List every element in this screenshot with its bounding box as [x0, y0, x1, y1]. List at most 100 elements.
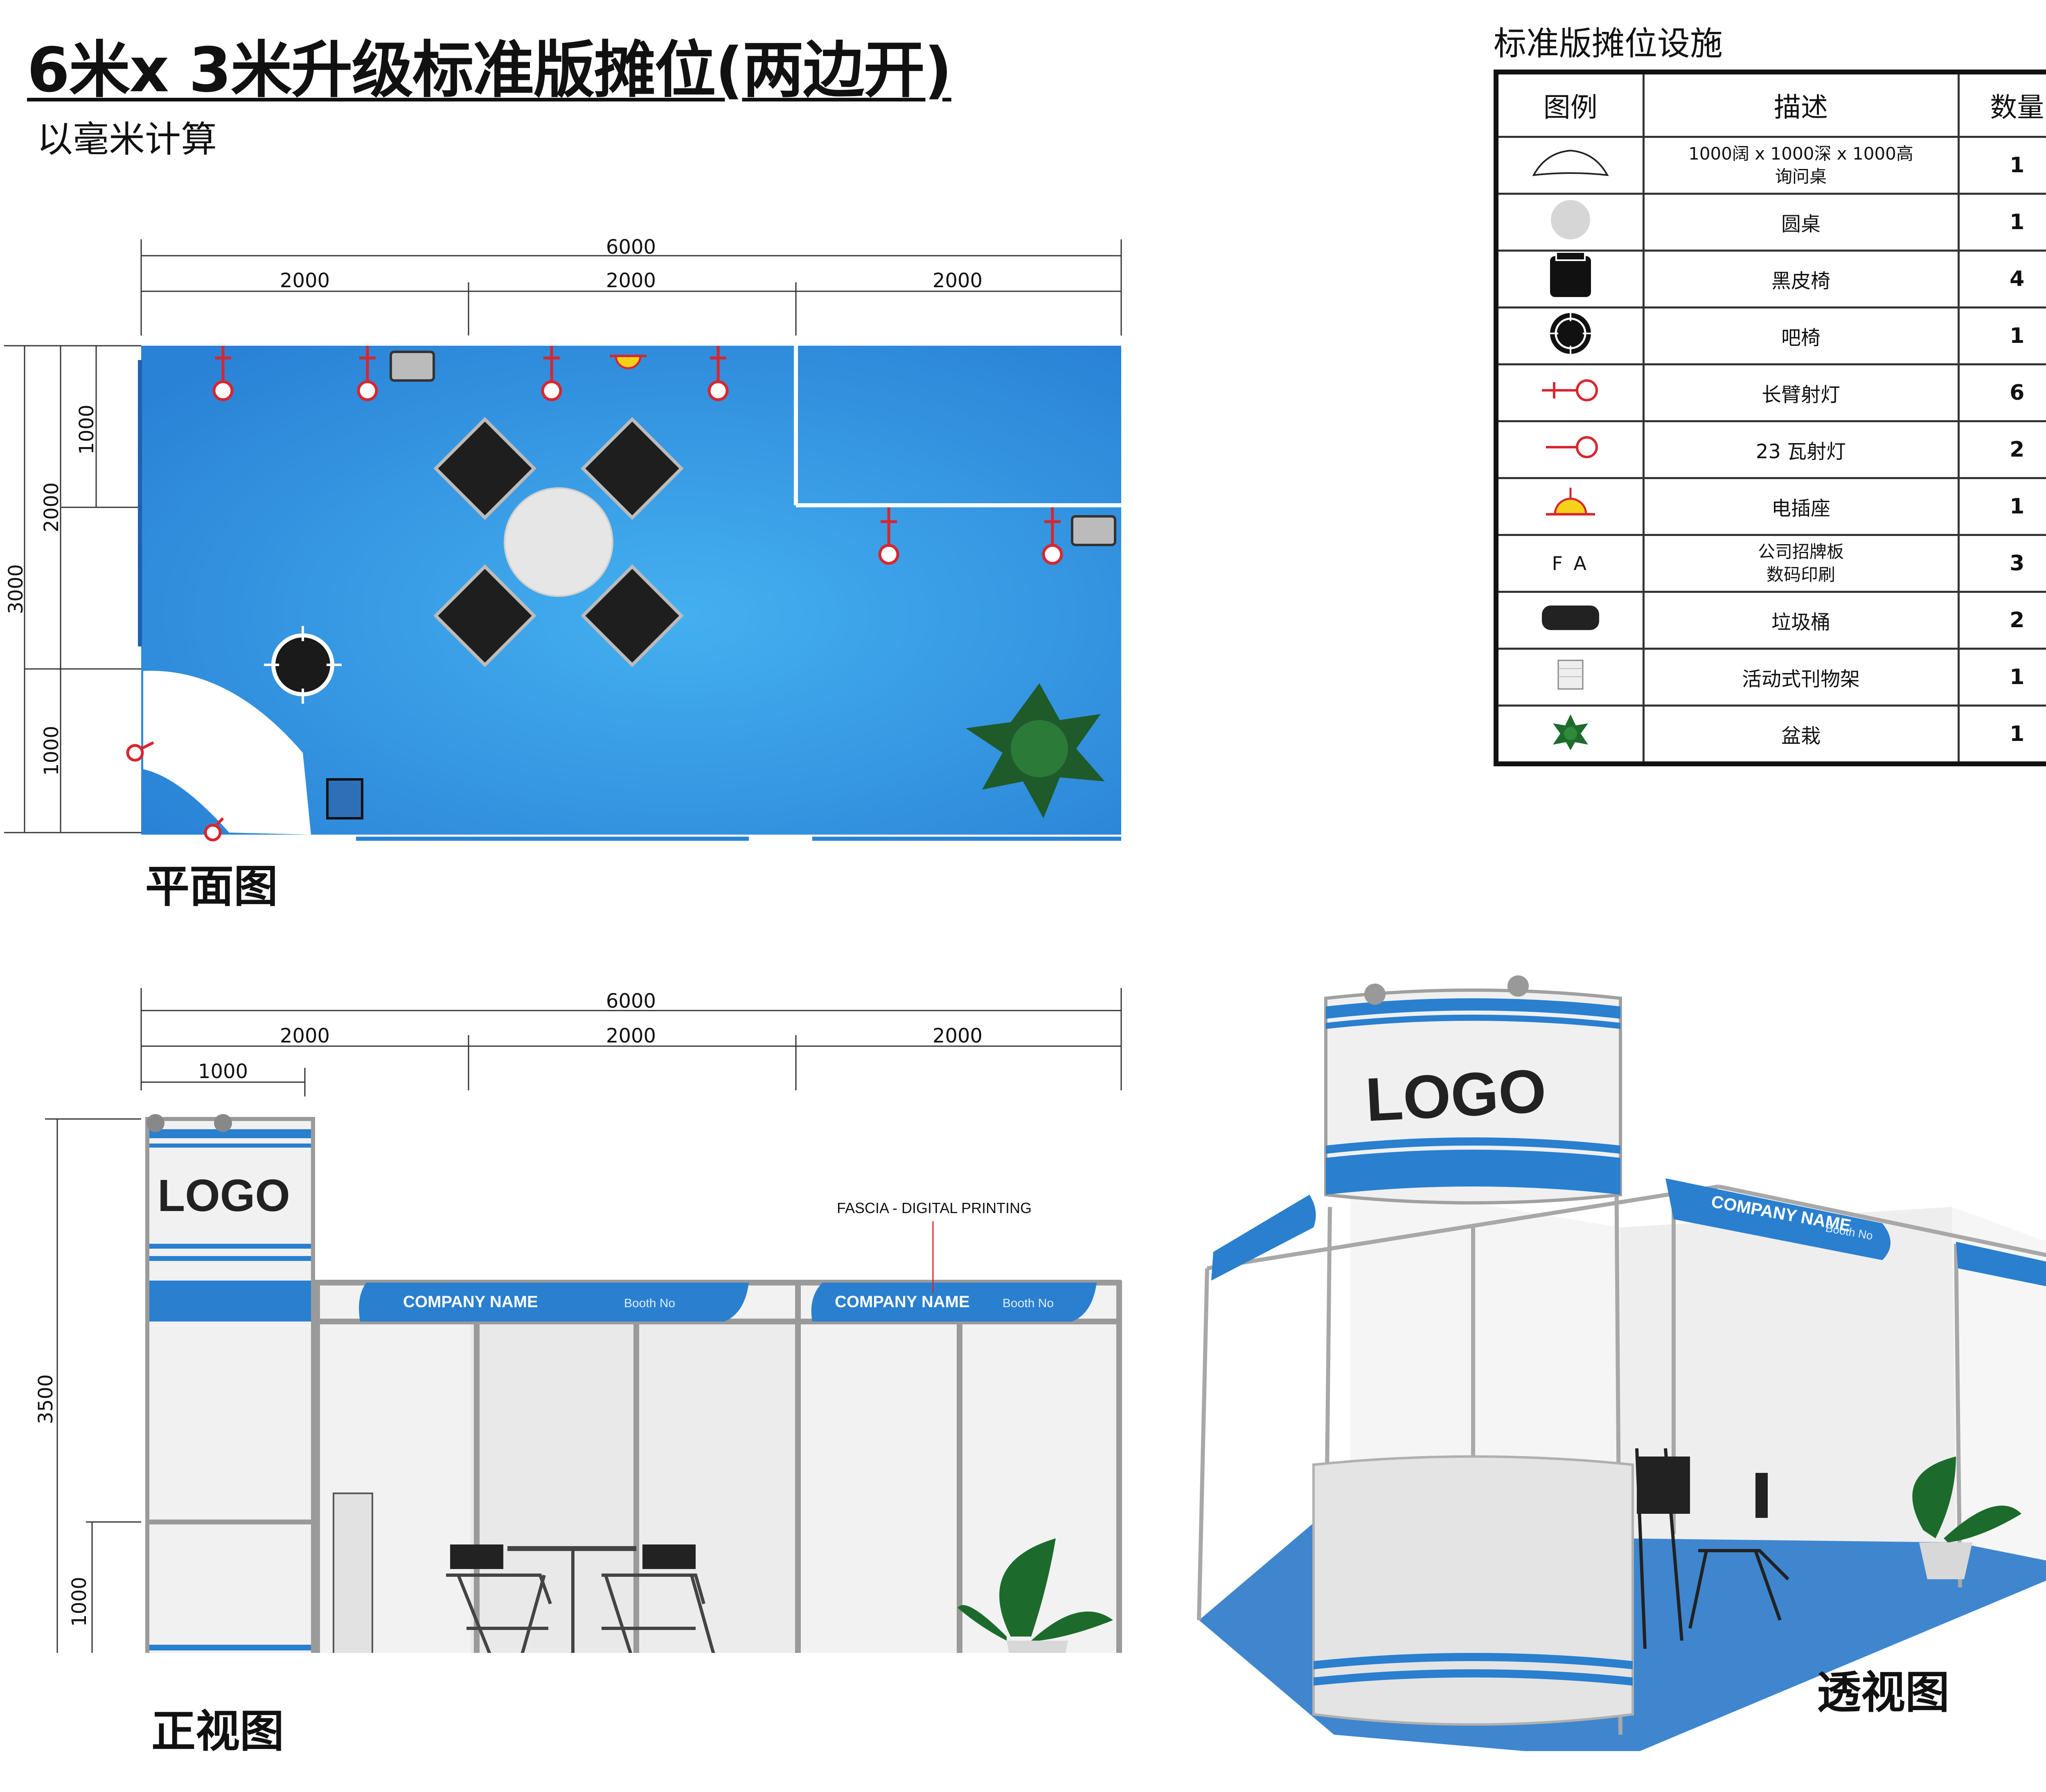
plan-round-table [504, 487, 613, 597]
fascia-note: FASCIA - DIGITAL PRINTING [837, 1200, 1032, 1216]
plan-seg-1: 2000 [280, 269, 330, 292]
legend-qty: 2 [1957, 591, 2046, 650]
legend-qty: 1 [1957, 705, 2046, 765]
front-height-total: 3500 [34, 1374, 57, 1424]
leather-chair-icon [1550, 251, 1591, 297]
legend-desc: 数码印刷 [1766, 565, 1835, 585]
perspective-fascia-right [1956, 1242, 2046, 1286]
legend-desc: 公司招牌板 [1758, 542, 1844, 562]
bar-stool-icon [1550, 313, 1591, 354]
legend-qty: 3 [1957, 534, 2046, 593]
perspective-rack-chair [1635, 1448, 1789, 1649]
legend-qty: 1 [1957, 648, 2046, 707]
legend-qty: 6 [1957, 363, 2046, 422]
legend-table: 图例 描述 数量 1000阔 x 1000深 x 1000高询问桌 1 圆桌 1… [1494, 70, 2046, 766]
legend-row: 盆栽 1 [1495, 705, 2046, 765]
legend-desc: 圆桌 [1642, 193, 1960, 252]
front-first-seg: 1000 [198, 1060, 248, 1083]
legend-row: 23 瓦射灯 2 [1495, 420, 2046, 479]
legend-desc: 电插座 [1642, 477, 1960, 536]
perspective-fascia-main [1665, 1178, 1891, 1260]
legend-desc: 垃圾桶 [1642, 591, 1960, 650]
legend-row: 电插座 1 [1495, 477, 2046, 536]
front-view-label: 正视图 [151, 1706, 284, 1757]
legend-desc: 长臂射灯 [1642, 363, 1960, 422]
legend-row: F A 公司招牌板数码印刷 3 [1495, 534, 2046, 593]
legend-desc: 盆栽 [1642, 705, 1960, 765]
front-company-name-1: COMPANY NAME [403, 1293, 538, 1311]
legend-row: 吧椅 1 [1495, 306, 2046, 365]
plan-trash-bin [1071, 515, 1116, 546]
plan-depth-bottom: 1000 [40, 726, 63, 776]
page-title: 6米x 3米升级标准版摊位(两边开) [27, 35, 952, 106]
brochure-rack-icon [1557, 660, 1584, 690]
front-seg-2: 2000 [606, 1024, 656, 1047]
front-brochure-rack [333, 1493, 373, 1653]
perspective-view-label: 透视图 [1817, 1667, 1950, 1718]
plan-view: 6000 2000 2000 2000 3000 2000 1000 1000 [4, 236, 1122, 842]
legend-qty: 1 [1957, 193, 2046, 252]
power-socket-icon [1546, 488, 1595, 516]
legend-title: 标准版摊位设施 [1494, 25, 1723, 63]
legend-desc: 吧椅 [1642, 306, 1960, 365]
long-arm-spotlight-icon [1541, 379, 1598, 401]
fa-text: F A [1495, 534, 1645, 593]
legend-qty: 2 [1957, 420, 2046, 479]
perspective-logo-tower: LOGO [1312, 975, 1634, 1726]
front-table-chairs [446, 1544, 715, 1653]
legend-qty: 1 [1957, 477, 2046, 536]
potted-plant-icon [1553, 714, 1588, 750]
plan-depth-total: 3000 [5, 564, 27, 614]
legend-row: 圆桌 1 [1495, 193, 2046, 252]
legend-row: 1000阔 x 1000深 x 1000高询问桌 1 [1495, 136, 2046, 195]
plan-dimension-top: 6000 2000 2000 2000 [140, 236, 1122, 335]
plan-counter-desk [143, 671, 311, 835]
legend-qty: 1 [1957, 306, 2046, 365]
front-potted-plant [958, 1538, 1113, 1653]
front-height-counter: 1000 [68, 1577, 91, 1627]
front-booth-no-1: Booth No [624, 1297, 675, 1310]
perspective-logo-text: LOGO [1364, 1056, 1548, 1134]
front-fascia-1 [359, 1283, 749, 1321]
legend-desc: 23 瓦射灯 [1642, 420, 1960, 479]
legend-row: 长臂射灯 6 [1495, 363, 2046, 422]
plan-total-width: 6000 [606, 236, 656, 259]
plan-view-label: 平面图 [145, 861, 278, 912]
plan-bar-stool [264, 626, 342, 704]
perspective-fascia-left [1211, 1195, 1316, 1281]
legend-row: 黑皮椅 4 [1495, 250, 2046, 308]
legend-header-qty: 数量 [1957, 71, 2046, 138]
plan-seg-3: 2000 [933, 269, 982, 292]
legend-qty: 4 [1957, 250, 2046, 308]
front-view: 6000 2000 2000 2000 1000 3500 1000 COMPA… [34, 988, 1122, 1653]
page-subtitle: 以毫米计算 [37, 118, 217, 160]
legend-desc: 活动式刊物架 [1642, 648, 1960, 707]
front-booth-no-2: Booth No [1003, 1297, 1054, 1310]
plan-spotlights [126, 346, 1063, 842]
legend-row: 活动式刊物架 1 [1495, 648, 2046, 707]
front-dimension-top: 6000 2000 2000 2000 1000 [140, 988, 1122, 1096]
plan-brochure-rack [326, 778, 363, 819]
legend-row: 垃圾桶 2 [1495, 591, 2046, 650]
spotlight-23w-icon [1546, 436, 1598, 458]
legend-qty: 1 [1957, 136, 2046, 195]
front-seg-1: 2000 [280, 1024, 330, 1047]
legend-header-icon: 图例 [1495, 71, 1645, 138]
legend-desc: 1000阔 x 1000深 x 1000高 [1688, 144, 1913, 164]
plan-dimension-left: 3000 2000 1000 1000 [4, 345, 141, 833]
counter-desk-icon [1532, 149, 1609, 176]
trash-bin-icon [1541, 606, 1599, 630]
front-total-width: 6000 [606, 990, 656, 1013]
front-company-name-2: COMPANY NAME [835, 1293, 970, 1311]
front-logo-tower: LOGO [145, 1114, 315, 1653]
legend-desc: 黑皮椅 [1642, 250, 1960, 308]
front-dimension-left: 3500 1000 [34, 1118, 141, 1653]
perspective-view: COMPANY NAME Booth No LOGO [1197, 975, 2046, 1751]
legend-desc: 询问桌 [1775, 167, 1827, 187]
plan-trash-bin [390, 351, 435, 382]
front-logo-text: LOGO [158, 1171, 290, 1221]
plan-power-socket [610, 355, 647, 369]
legend-header-desc: 描述 [1642, 71, 1960, 138]
plan-leather-chairs [433, 417, 684, 667]
perspective-potted-plant [1912, 1457, 2021, 1579]
